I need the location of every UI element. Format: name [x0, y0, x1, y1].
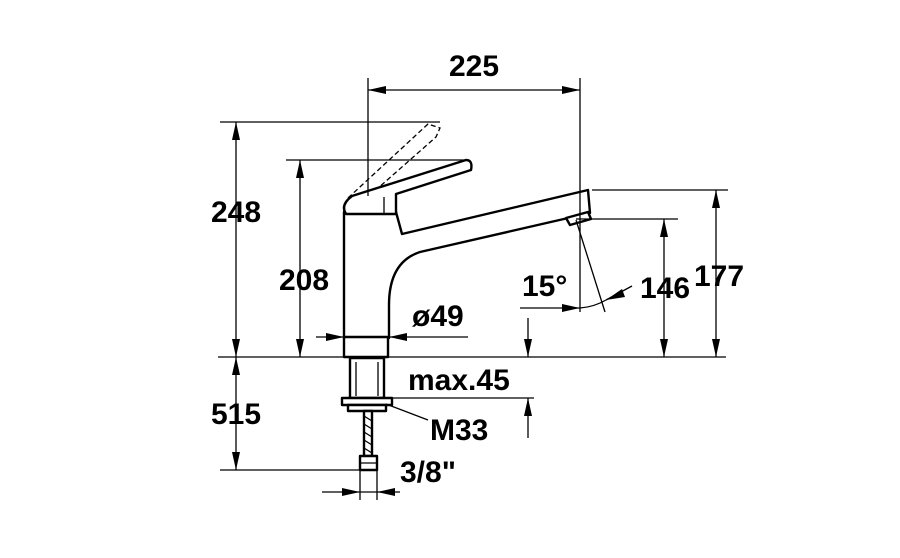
label-height-208: 208 [279, 264, 329, 297]
label-max-thickness: max.45 [408, 364, 510, 397]
label-outlet-height: 146 [640, 272, 690, 305]
base-ring [342, 335, 390, 359]
label-thread: M33 [430, 414, 488, 447]
dimension-labels: 225 248 208 ø49 15° 146 177 max.45 M33 5… [211, 50, 744, 489]
dimension-lines [218, 78, 728, 500]
label-spout-reach: 225 [449, 50, 499, 83]
shank [348, 356, 386, 400]
label-diameter: ø49 [412, 300, 464, 333]
label-angle: 15° [522, 270, 567, 303]
lever-handle [342, 158, 473, 216]
faucet-body [342, 188, 592, 340]
label-height-248: 248 [211, 196, 261, 229]
label-spout-top-height: 177 [694, 260, 744, 293]
label-connection: 3/8" [400, 456, 456, 489]
label-hose-length: 515 [211, 398, 261, 431]
